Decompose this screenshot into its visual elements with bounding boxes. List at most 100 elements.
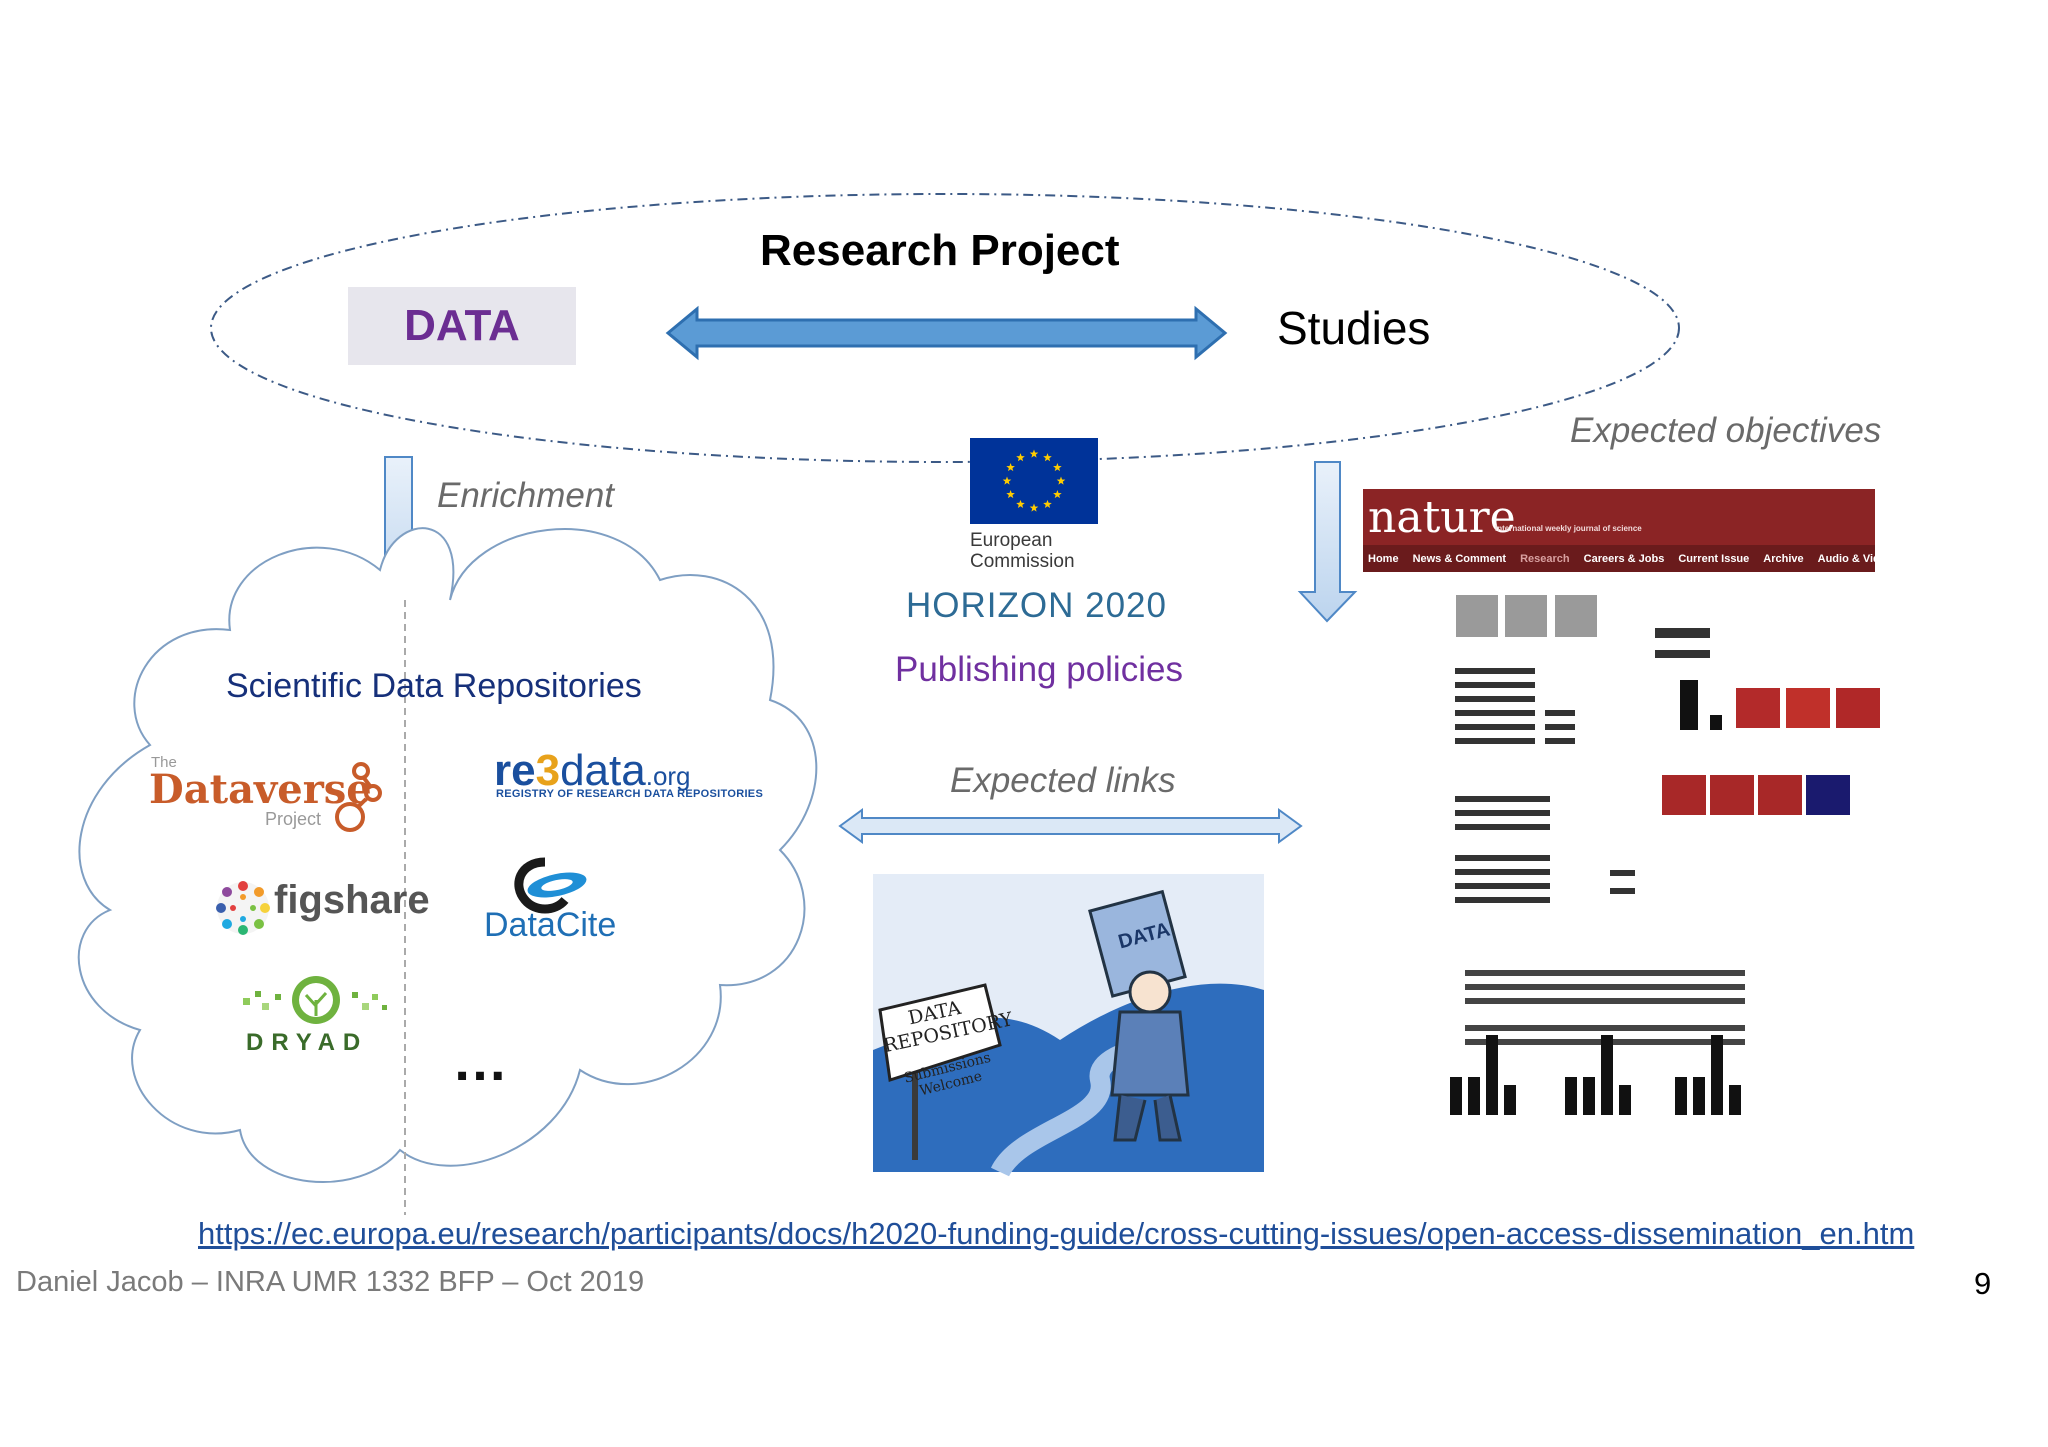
figure-blot-band <box>1455 810 1550 816</box>
figure-bar <box>1729 1085 1741 1115</box>
figure-bar <box>1450 1077 1462 1115</box>
figure-bar <box>1619 1085 1631 1115</box>
eu-star <box>1053 463 1062 472</box>
eu-star <box>1016 499 1025 508</box>
figure-bar <box>1711 1035 1723 1115</box>
figure-bar <box>1468 1077 1480 1115</box>
datacite-logo-graphic <box>514 857 587 914</box>
expected-links-label: Expected links <box>950 761 1176 800</box>
figure-blot-band <box>1455 682 1535 688</box>
eu-star <box>1006 490 1015 499</box>
nature-nav-item: News & Comment <box>1412 553 1507 565</box>
dataverse-logo-graphic <box>335 762 382 832</box>
figure-blot-band <box>1465 1025 1745 1031</box>
nature-subtitle: International weekly journal of science <box>1495 524 1642 533</box>
repositories-cloud <box>77 527 818 1184</box>
figure-blot-band <box>1455 696 1535 702</box>
eu-star <box>1029 503 1039 512</box>
eu-star <box>1029 449 1039 458</box>
dataverse-logo-text: Dataverse <box>149 766 372 813</box>
figure-cell-image <box>1736 688 1780 728</box>
expected-objectives-label: Expected objectives <box>1570 411 1882 450</box>
figshare-logo-text: figshare <box>274 878 430 922</box>
figure-cell-image <box>1786 688 1830 728</box>
nature-nav-item: For A <box>1906 553 1935 565</box>
nature-nav-item: Audio & Video <box>1817 553 1893 565</box>
figure-blot-band <box>1545 710 1575 716</box>
figure-bar <box>1693 1077 1705 1115</box>
cartoon-sign <box>878 983 1002 1082</box>
data-box: DATA <box>348 287 576 365</box>
figure-blot-panel <box>1555 595 1597 637</box>
eu-star <box>1006 463 1015 472</box>
figure-blot-band <box>1455 824 1550 830</box>
nature-nav-bar <box>1363 545 1875 572</box>
eu-star <box>1056 476 1066 485</box>
figure-cell-image <box>1662 775 1706 815</box>
re3-re: re <box>494 746 536 795</box>
ec-line-1: European <box>970 530 1053 551</box>
nature-figure <box>1450 595 1880 1115</box>
dataverse-the: The <box>151 754 177 771</box>
figure-blot-band <box>1455 710 1535 716</box>
nature-nav-item: Careers & Jobs <box>1583 553 1665 565</box>
figure-bar <box>1710 715 1722 730</box>
figure-blot-band <box>1455 855 1550 861</box>
figure-bar <box>1680 680 1698 730</box>
figure-bar <box>1486 1035 1498 1115</box>
repositories-title: Scientific Data Repositories <box>226 667 642 705</box>
nature-header <box>1363 489 1875 545</box>
figure-bar <box>1675 1077 1687 1115</box>
figure-cell-image <box>1836 688 1880 728</box>
figure-blot-band <box>1465 970 1745 976</box>
eu-star <box>1016 453 1025 462</box>
figure-blot-band <box>1455 724 1535 730</box>
objectives-down-arrow <box>1297 461 1358 623</box>
cartoon-figure <box>1088 889 1190 1142</box>
figure-blot-band <box>1545 738 1575 744</box>
eu-stars <box>1002 449 1066 512</box>
figure-blot-band <box>1455 897 1550 903</box>
figure-blot-band <box>1655 628 1710 638</box>
figure-bar <box>1601 1035 1613 1115</box>
figure-blot-band <box>1655 650 1710 658</box>
figure-blot-band <box>1455 883 1550 889</box>
eu-star <box>1043 453 1052 462</box>
page-number: 9 <box>1974 1266 1992 1301</box>
re3-three: 3 <box>535 746 561 795</box>
nature-nav-item: Home <box>1368 553 1399 565</box>
reference-url-link[interactable]: https://ec.europa.eu/research/participan… <box>198 1216 1915 1251</box>
research-project-ellipse <box>210 193 1680 463</box>
figure-bar <box>1565 1077 1577 1115</box>
figure-cell-image <box>1806 775 1850 815</box>
research-project-title: Research Project <box>760 226 1120 275</box>
re3-org: .org <box>645 761 691 791</box>
nature-nav-item: Archive <box>1763 553 1804 565</box>
expected-links-double-arrow <box>838 808 1303 844</box>
figure-blot-band <box>1610 888 1635 894</box>
figure-blot-panel <box>1505 595 1547 637</box>
ec-line-2: Commission <box>970 551 1075 572</box>
cartoon-signpost <box>912 1030 918 1160</box>
figure-cell-image <box>1710 775 1754 815</box>
figure-bar <box>1583 1077 1595 1115</box>
enrichment-label: Enrichment <box>437 476 615 515</box>
figure-blot-band <box>1455 668 1535 674</box>
figure-blot-band <box>1610 870 1635 876</box>
eu-star <box>1043 499 1052 508</box>
figure-blot-band <box>1545 724 1575 730</box>
nature-nav: Home News & Comment Research Careers & Jobs… <box>1368 553 1949 565</box>
nature-nav-item: Current Issue <box>1678 553 1750 565</box>
figure-bar <box>1504 1085 1516 1115</box>
dryad-logo-graphic <box>243 976 387 1024</box>
nature-nav-item: Research <box>1520 553 1570 565</box>
eu-star <box>1002 476 1012 485</box>
figure-blot-band <box>1465 984 1745 990</box>
publishing-policies-label: Publishing policies <box>895 650 1183 689</box>
re3-data: data <box>560 746 646 795</box>
dryad-logo-text: DRYAD <box>246 1029 369 1056</box>
re3data-subtitle: REGISTRY OF RESEARCH DATA REPOSITORIES <box>496 788 764 800</box>
more-repositories-ellipsis: … <box>452 1029 508 1092</box>
